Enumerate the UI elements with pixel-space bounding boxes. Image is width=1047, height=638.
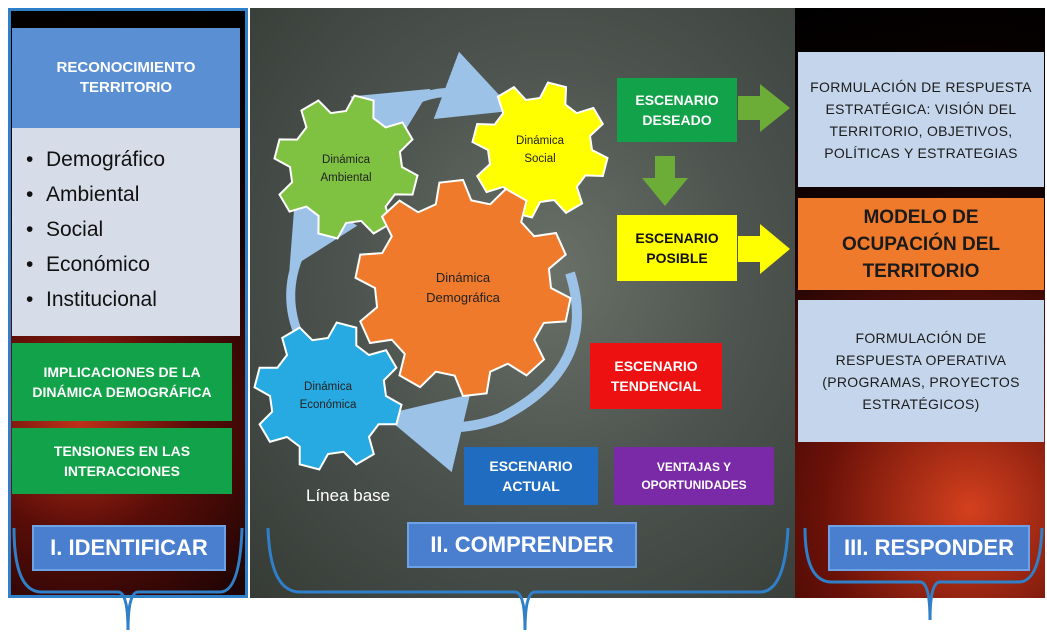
list-item: Económico (26, 247, 240, 282)
gear-label: Demográfica (426, 290, 500, 305)
arrow-down-icon (642, 156, 688, 206)
step-identificar: I. IDENTIFICAR (32, 525, 226, 571)
modelo-ocupacion: MODELO DE OCUPACIÓN DEL TERRITORIO (798, 198, 1044, 290)
gear-label: Dinámica (436, 270, 491, 285)
brace-left (12, 527, 130, 631)
gear-ambiental: Dinámica Ambiental (273, 94, 419, 240)
gear-demografica: Dinámica Demográfica (354, 178, 572, 398)
cycle-arrow (286, 188, 358, 340)
ventajas-oportunidades: VENTAJAS Y OPORTUNIDADES (614, 447, 774, 505)
arrow-right-icon (738, 224, 790, 274)
gear-label: Ambiental (320, 172, 371, 184)
list-item: Demográfico (26, 142, 240, 177)
escenario-tendencial: ESCENARIO TENDENCIAL (590, 343, 722, 409)
left-frame (8, 8, 248, 598)
brace-left (126, 527, 244, 631)
implicaciones-box: IMPLICACIONES DE LA DINÁMICA DEMOGRÁFICA (12, 343, 232, 421)
respuesta-operativa: FORMULACIÓN DE RESPUESTA OPERATIVA (PROG… (798, 300, 1044, 442)
list-item: Social (26, 212, 240, 247)
escenario-deseado: ESCENARIO DESEADO (617, 78, 737, 142)
list-item: Institucional (26, 282, 240, 317)
gear-label: Dinámica (322, 154, 371, 166)
brace-right (803, 527, 932, 621)
gear-label: Económica (300, 399, 357, 411)
list-item: Ambiental (26, 177, 240, 212)
escenario-actual: ESCENARIO ACTUAL (464, 447, 598, 505)
gear-social: Dinámica Social (471, 81, 609, 219)
tensiones-box: TENSIONES EN LAS INTERACCIONES (12, 428, 232, 494)
brace-center (266, 527, 527, 631)
brace-right (928, 527, 1044, 621)
step-responder: III. RESPONDER (828, 525, 1030, 571)
gear-label: Dinámica (516, 135, 565, 147)
cycle-arrow (350, 51, 514, 158)
dimension-list: Demográfico Ambiental Social Económico I… (12, 128, 240, 336)
escenario-posible: ESCENARIO POSIBLE (617, 215, 737, 281)
gear-economica: Dinámica Económica (253, 321, 403, 471)
respuesta-estrategica: FORMULACIÓN DE RESPUESTA ESTRATÉGICA: VI… (798, 52, 1044, 187)
gear-label: Social (524, 153, 555, 165)
brace-center (523, 527, 790, 631)
bottom-braces (12, 527, 1044, 631)
linea-base-label: Línea base (306, 486, 391, 505)
gear-label: Dinámica (304, 381, 353, 393)
reconocimiento-title: RECONOCIMIENTO TERRITORIO (12, 28, 240, 128)
step-comprender: II. COMPRENDER (407, 522, 637, 568)
cycle-arrow (383, 271, 582, 473)
arrow-right-icon (738, 84, 790, 132)
gears-diagram: Dinámica Ambiental Dinámica Social Dinám… (253, 51, 790, 473)
